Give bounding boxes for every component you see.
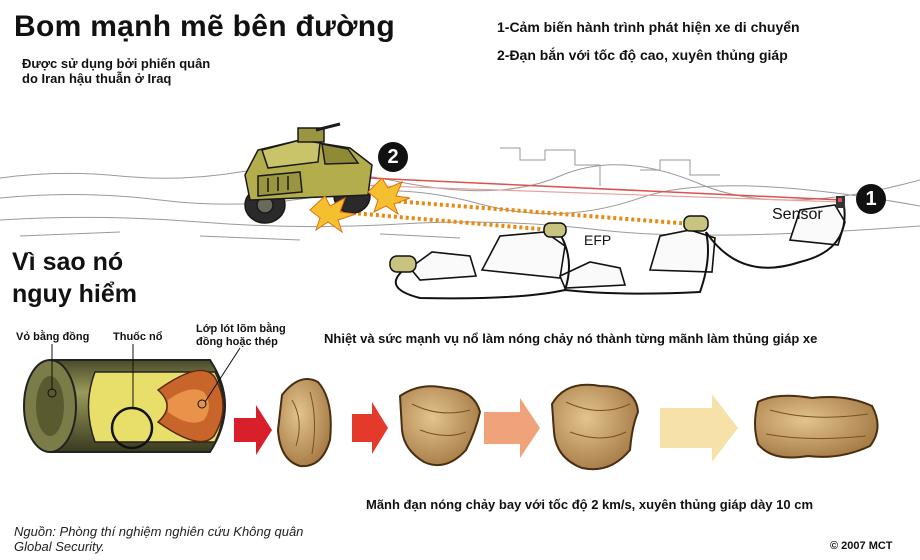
label-casing: Vỏ bằng đồng [16, 331, 90, 343]
source-line-1: Nguồn: Phòng thí nghiệm nghiên cứu Không… [14, 524, 304, 539]
sensor-label: Sensor [772, 206, 823, 223]
humvee [244, 122, 373, 224]
subtitle-line-1: Được sử dụng bởi phiến quân [22, 56, 211, 71]
fragment-caption: Mãnh đạn nóng chảy bay với tốc độ 2 km/s… [366, 497, 814, 512]
label-liner-line-2: đồng hoặc thép [196, 336, 278, 348]
label-explosive: Thuốc nổ [113, 331, 163, 343]
fragment-texture [291, 391, 869, 455]
steps-list: 1-Cảm biến hành trình phát hiện xe di ch… [497, 13, 800, 69]
efp-cutaway [23, 359, 226, 453]
desert-landscape [0, 147, 920, 241]
label-leaders [51, 344, 241, 408]
step-1: 1-Cảm biến hành trình phát hiện xe di ch… [497, 19, 800, 35]
wiring [394, 205, 846, 300]
copyright: © 2007 MCT [830, 540, 893, 552]
rocks [408, 204, 846, 289]
label-liner-line-1: Lớp lót lõm bằng [196, 323, 286, 335]
why-line-1: Vì sao nó [12, 248, 124, 276]
progression-arrows [234, 394, 738, 462]
subtitle: Được sử dụng bởi phiến quân do Iran hậu … [22, 56, 210, 86]
fragment-stages [276, 378, 879, 471]
page-title: Bom mạnh mẽ bên đường [14, 10, 396, 43]
label-liner: Lớp lót lõm bằng đồng hoặc thép [196, 323, 286, 349]
subtitle-line-2: do Iran hậu thuẫn ở Iraq [22, 71, 172, 86]
badge-2: 2 [378, 142, 408, 172]
efp-canisters [389, 215, 709, 273]
source-credit: Nguồn: Phòng thí nghiệm nghiên cứu Không… [14, 524, 303, 554]
step-2: 2-Đạn bắn với tốc độ cao, xuyên thủng gi… [497, 47, 788, 63]
heat-caption: Nhiệt và sức mạnh vụ nổ làm nóng chảy nó… [324, 331, 818, 346]
badge-1: 1 [856, 184, 886, 214]
efp-label: EFP [584, 232, 612, 248]
laser-beams [324, 175, 843, 203]
why-heading: Vì sao nó nguy hiểm [12, 246, 137, 310]
source-line-2: Global Security. [14, 539, 105, 554]
sensor-device [836, 196, 845, 208]
efp-trails [339, 198, 693, 232]
explosion-flashes [309, 177, 411, 234]
why-line-2: nguy hiểm [12, 280, 138, 308]
